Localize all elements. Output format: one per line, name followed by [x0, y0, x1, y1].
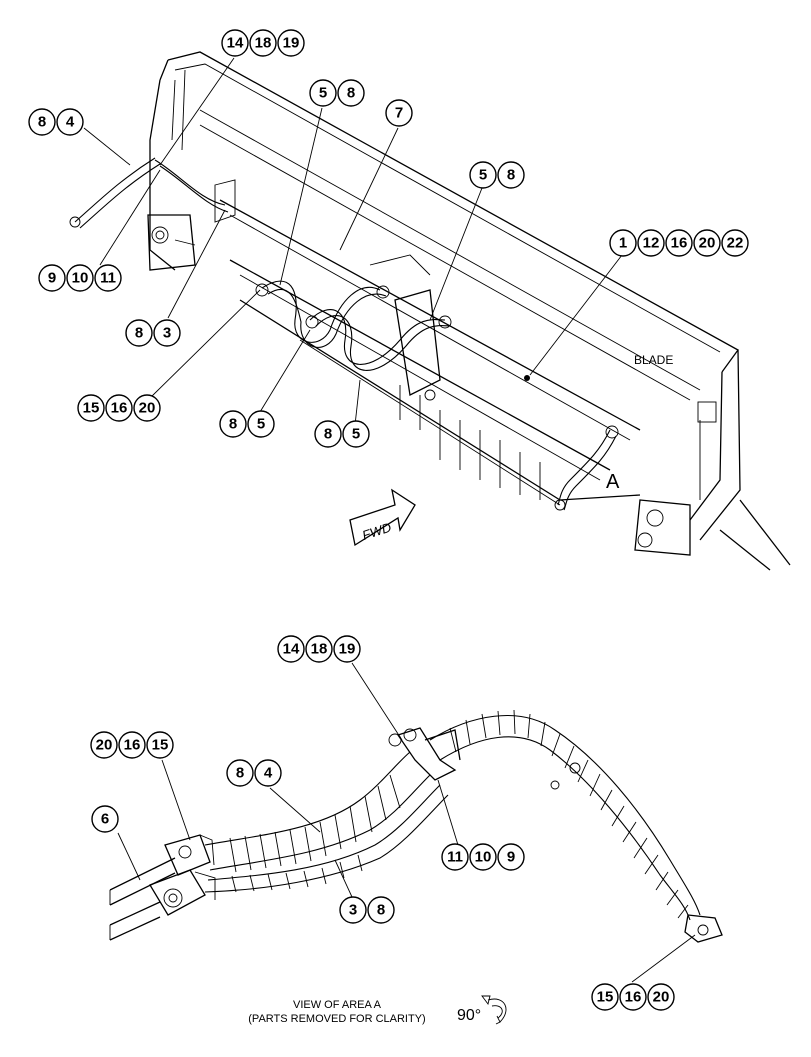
callout-number: 20 [96, 737, 113, 754]
callout-number: 1 [619, 235, 627, 252]
callout-number: 8 [324, 426, 332, 443]
callout-number: 8 [135, 325, 143, 342]
callout-group-5-8-right: 5 8 [469, 161, 525, 189]
callout-number: 8 [507, 167, 515, 184]
callout-number: 9 [48, 270, 56, 287]
callout-group-6-detail: 6 [91, 805, 119, 833]
callout-group-7: 7 [385, 99, 413, 127]
callout-number: 5 [257, 416, 265, 433]
callout-number: 6 [101, 811, 109, 828]
callout-number: 16 [625, 989, 642, 1006]
callout-number: 10 [475, 849, 492, 866]
rotation-label: 90° [457, 1007, 481, 1024]
callout-group-20-16-15-detail: 20 16 15 [90, 731, 174, 759]
callout-number: 5 [319, 85, 327, 102]
callout-number: 8 [377, 902, 385, 919]
callout-number: 19 [283, 35, 300, 52]
callout-group-8-3-top: 8 3 [125, 319, 181, 347]
blade-drawing [147, 51, 791, 571]
callout-group-14-18-19-top: 14 18 19 [221, 29, 305, 57]
blade-label: BLADE [634, 353, 673, 367]
callout-number: 3 [349, 902, 357, 919]
callout-number: 20 [139, 400, 156, 417]
callout-group-8-5-right: 8 5 [314, 420, 370, 448]
callout-number: 8 [38, 114, 46, 131]
callout-number: 14 [227, 35, 244, 52]
callout-number: 16 [124, 737, 141, 754]
callout-number: 10 [72, 270, 89, 287]
caption-line-1: VIEW OF AREA A [293, 999, 382, 1011]
callout-number: 8 [236, 765, 244, 782]
callout-number: 4 [66, 114, 75, 131]
area-a-label: A [606, 471, 620, 493]
callout-number: 16 [111, 400, 128, 417]
forward-arrow-icon: FWD [349, 488, 416, 547]
callout-number: 5 [479, 167, 487, 184]
callout-group-14-18-19-detail: 14 18 19 [277, 635, 361, 663]
callout-number: 15 [597, 989, 614, 1006]
callout-number: 11 [447, 849, 463, 866]
callout-number: 15 [83, 400, 100, 417]
detail-drawing [109, 709, 723, 943]
callout-number: 8 [347, 85, 355, 102]
callout-group-3-8-detail: 3 8 [339, 896, 395, 924]
callout-number: 9 [507, 849, 515, 866]
callout-number: 7 [395, 105, 403, 122]
callout-group-11-10-9-detail: 11 10 9 [441, 843, 525, 871]
callout-number: 20 [699, 235, 716, 252]
callout-number: 20 [653, 989, 670, 1006]
caption-line-2: (PARTS REMOVED FOR CLARITY) [248, 1013, 425, 1025]
fwd-label: FWD [360, 520, 393, 543]
leader-lines-detail [117, 662, 696, 983]
callout-number: 16 [671, 235, 688, 252]
rotate-arrow-icon [481, 995, 507, 1025]
callout-number: 4 [264, 765, 273, 782]
callout-group-8-4-detail: 8 4 [226, 759, 282, 787]
hose-routing-top [69, 157, 619, 511]
leader-lines-top [83, 57, 623, 426]
callout-group-15-16-20-detail: 15 16 20 [591, 983, 675, 1011]
callout-group-8-5-left: 8 5 [219, 410, 275, 438]
callout-number: 19 [339, 641, 356, 658]
callout-number: 11 [100, 270, 116, 287]
callout-group-1-12-16-20-22: 1 12 16 20 22 [609, 229, 749, 257]
callout-number: 12 [643, 235, 660, 252]
callout-group-9-10-11-top: 9 10 11 [38, 264, 122, 292]
callout-group-8-4-top: 8 4 [28, 108, 84, 136]
callout-group-5-8-upper: 5 8 [309, 79, 365, 107]
callout-number: 18 [311, 641, 328, 658]
callout-number: 18 [255, 35, 272, 52]
callout-number: 8 [229, 416, 237, 433]
callout-group-15-16-20-top: 15 16 20 [77, 394, 161, 422]
callout-number: 3 [163, 325, 171, 342]
callout-number: 14 [283, 641, 300, 658]
callout-number: 22 [727, 235, 744, 252]
callout-number: 15 [152, 737, 169, 754]
callout-number: 5 [352, 426, 360, 443]
